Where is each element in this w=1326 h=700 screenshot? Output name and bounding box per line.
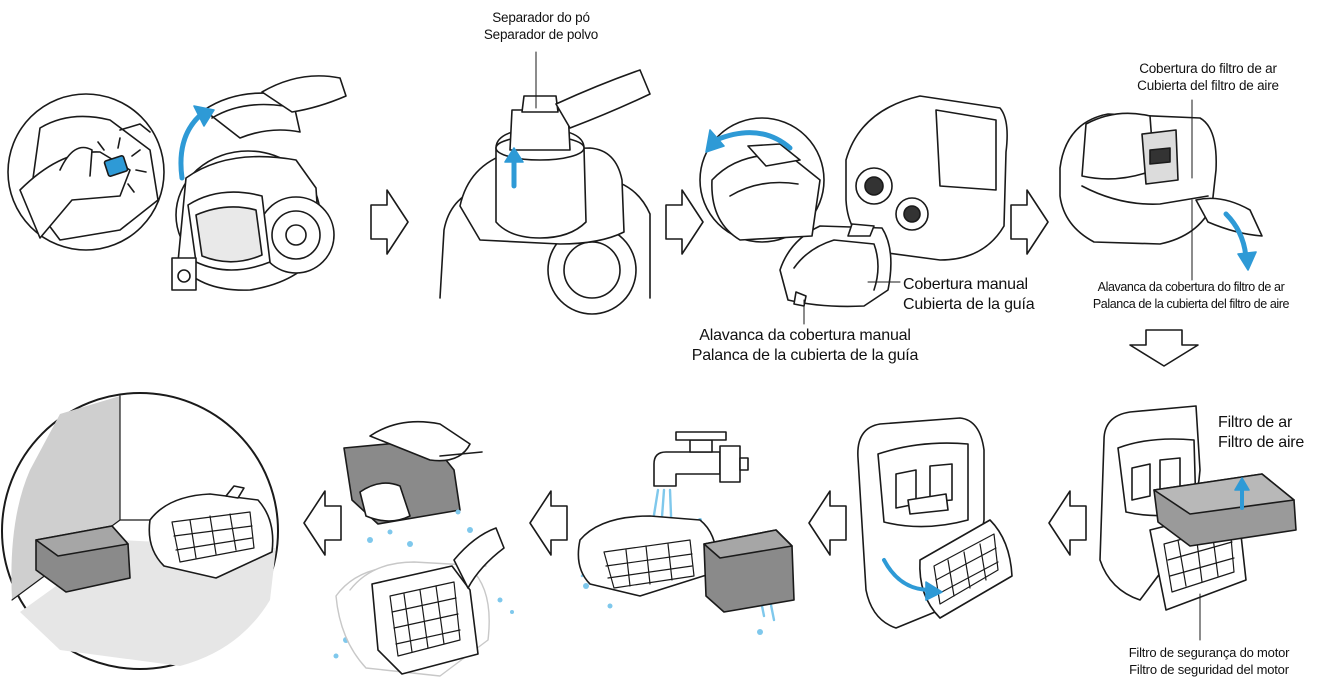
step-7-illustration — [577, 431, 795, 635]
flow-arrow-right-3 — [1010, 189, 1049, 255]
air-filter-cover-label-es: Cubierta del filtro de aire — [1137, 78, 1279, 93]
dust-separator-label-pt: Separador do pó — [492, 10, 590, 25]
flow-arrow-left-1 — [1048, 490, 1087, 556]
step-1-illustration — [7, 75, 347, 291]
dust-separator-label: Separador do pó Separador de polvo — [476, 9, 606, 43]
step-6-illustration — [857, 417, 1013, 629]
guide-cover-lever-label: Alavanca da cobertura manual Palanca de … — [660, 326, 950, 366]
step-8-illustration — [333, 420, 514, 677]
air-filter-label: Filtro de ar Filtro de aire — [1218, 413, 1304, 453]
air-filter-label-pt: Filtro de ar — [1218, 414, 1293, 431]
air-filter-label-es: Filtro de aire — [1218, 434, 1305, 451]
guide-cover-label: Cobertura manual Cubierta de la guía — [903, 275, 1035, 315]
flow-arrow-left-2 — [808, 490, 847, 556]
air-filter-cover-lever-label-es: Palanca de la cubierta del filtro de air… — [1092, 297, 1290, 311]
flow-arrow-left-4 — [303, 490, 342, 556]
air-filter-cover-lever-label-pt: Alavanca da cobertura do filtro de ar — [1097, 280, 1285, 294]
motor-safety-filter-label: Filtro de segurança do motor Filtro de s… — [1093, 644, 1325, 678]
flow-arrow-right-1 — [370, 189, 409, 255]
step-5-illustration — [1099, 405, 1297, 641]
step-3-illustration — [699, 95, 1008, 325]
flow-arrow-right-2 — [665, 189, 704, 255]
step-9-illustration — [1, 392, 279, 670]
guide-cover-label-es: Cubierta de la guía — [903, 296, 1035, 313]
guide-cover-lever-label-pt: Alavanca da cobertura manual — [699, 327, 911, 344]
air-filter-cover-label: Cobertura do filtro de ar Cubierta del f… — [1103, 60, 1313, 94]
step-2-illustration — [439, 51, 651, 315]
step-4-illustration — [1059, 99, 1263, 281]
motor-safety-filter-label-es: Filtro de seguridad del motor — [1129, 662, 1289, 677]
dust-separator-label-es: Separador de polvo — [483, 27, 599, 42]
motor-safety-filter-label-pt: Filtro de segurança do motor — [1128, 645, 1290, 660]
air-filter-cover-label-pt: Cobertura do filtro de ar — [1139, 61, 1277, 76]
air-filter-cover-lever-label: Alavanca da cobertura do filtro de ar Pa… — [1058, 279, 1324, 313]
guide-cover-label-pt: Cobertura manual — [903, 276, 1028, 293]
flow-arrow-left-3 — [529, 490, 568, 556]
guide-cover-lever-label-es: Palanca de la cubierta de la guía — [691, 347, 919, 364]
flow-arrow-down — [1129, 329, 1199, 367]
